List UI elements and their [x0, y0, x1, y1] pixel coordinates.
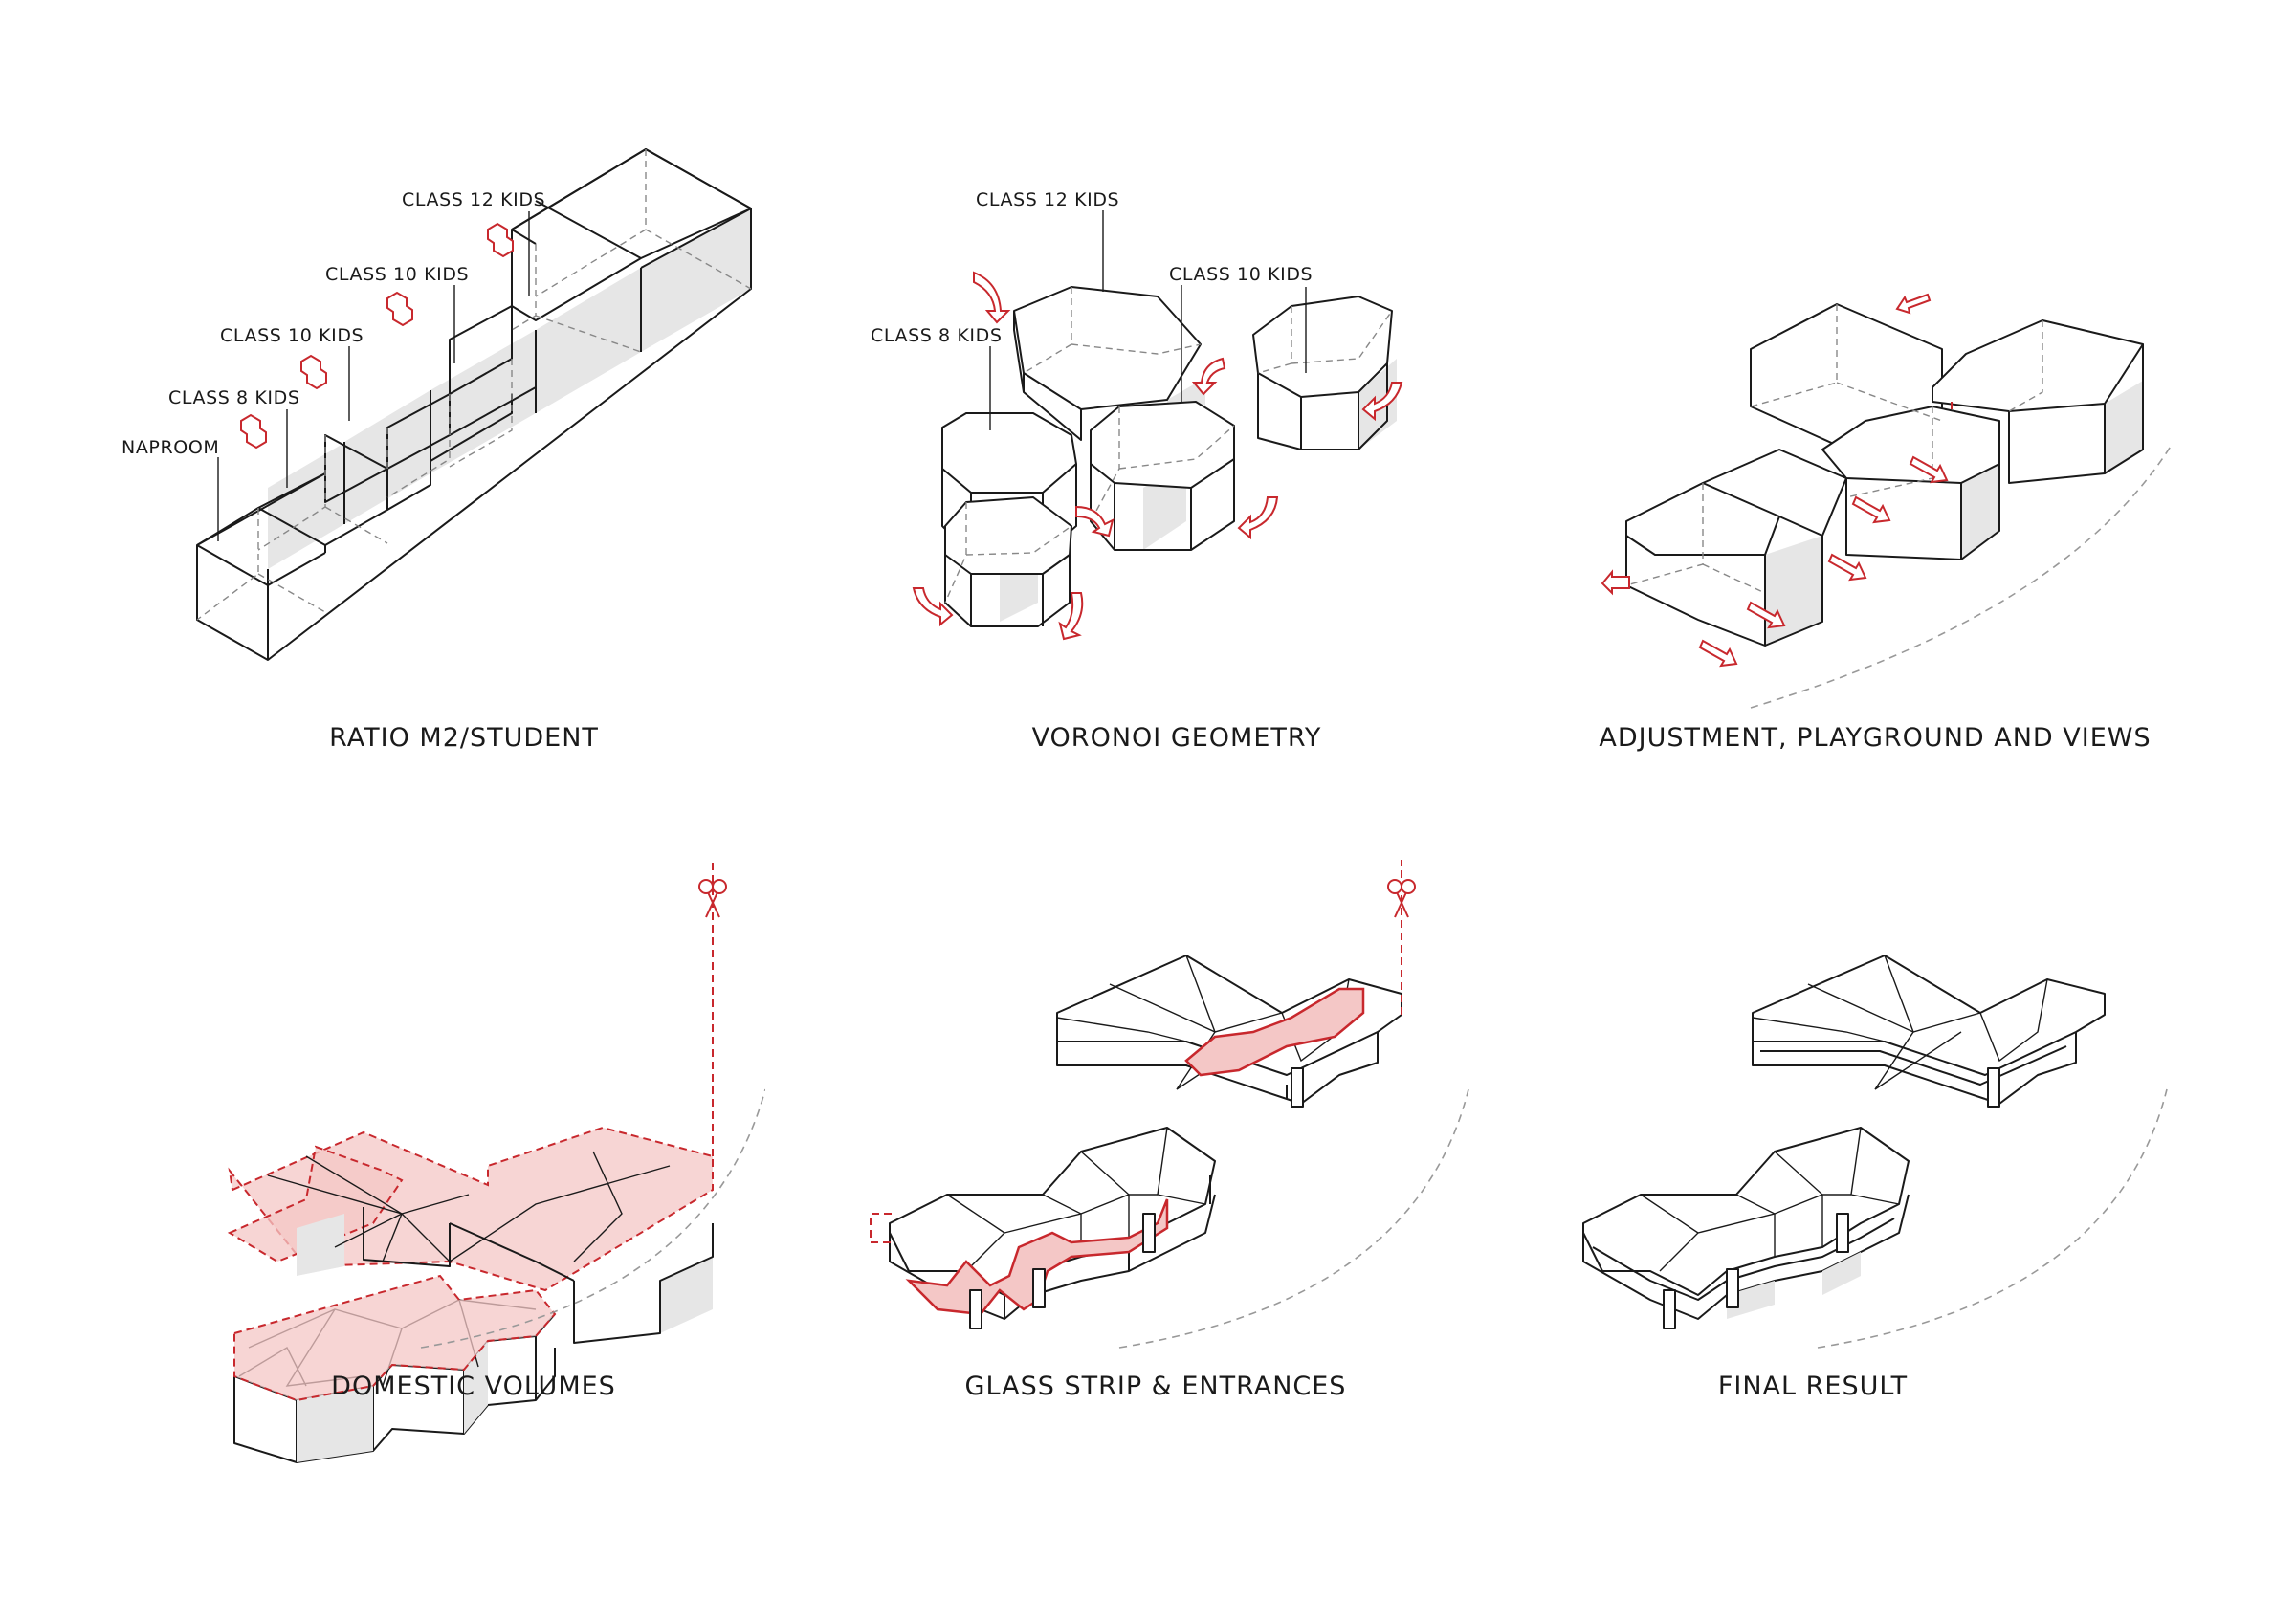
- panel-final: FINAL RESULT: [1531, 812, 2296, 1624]
- panel-ratio: CLASS 12 KIDS CLASS 10 KIDS CLASS 10 KID…: [0, 0, 765, 812]
- label-class-10-b: CLASS 10 KIDS: [220, 325, 364, 346]
- glass-cut-left: [870, 1213, 892, 1243]
- label-class-8: CLASS 8 KIDS: [168, 387, 300, 408]
- rotate-arrow-icon: [912, 271, 1403, 641]
- voronoi-label-class-8: CLASS 8 KIDS: [871, 325, 1003, 346]
- glass-strip-lower: [905, 1198, 1169, 1316]
- panel-voronoi: CLASS 12 KIDS CLASS 10 KIDS CLASS 8 KIDS…: [765, 0, 1531, 812]
- scissors-icon: [698, 879, 727, 918]
- ratio-drawing: CLASS 12 KIDS CLASS 10 KIDS CLASS 10 KID…: [121, 148, 752, 661]
- glass-strip-upper: [1184, 987, 1365, 1077]
- ratio-hidden-lines: [196, 149, 752, 621]
- final-building: [1582, 955, 2106, 1320]
- panel-glass: GLASS STRIP & ENTRANCES: [765, 812, 1531, 1624]
- adjustment-drawing: [1601, 293, 2173, 709]
- glass-drawing: [870, 860, 1469, 1349]
- final-entrances: [1663, 1067, 2000, 1329]
- domestic-roof-mid: [227, 1145, 404, 1263]
- voronoi-label-class-10: CLASS 10 KIDS: [1169, 264, 1313, 285]
- caption-glass: GLASS STRIP & ENTRANCES: [964, 1372, 1347, 1401]
- final-drawing: [1582, 955, 2168, 1349]
- voronoi-leader-lines: [989, 210, 1307, 430]
- domestic-roof-front: [233, 1274, 557, 1402]
- panel-adjustment: ADJUSTMENT, PLAYGROUND AND VIEWS: [1531, 0, 2296, 812]
- domestic-arc: [420, 1088, 765, 1349]
- kid-group-icon: [240, 222, 514, 450]
- caption-ratio: RATIO M2/STUDENT: [329, 723, 599, 753]
- caption-domestic: DOMESTIC VOLUMES: [331, 1372, 616, 1401]
- label-class-12: CLASS 12 KIDS: [402, 189, 545, 210]
- voronoi-drawing: CLASS 12 KIDS CLASS 10 KIDS CLASS 8 KIDS: [871, 189, 1403, 641]
- scissors-icon: [1387, 879, 1416, 918]
- caption-adjustment: ADJUSTMENT, PLAYGROUND AND VIEWS: [1599, 723, 2152, 753]
- domestic-drawing: [227, 860, 765, 1463]
- voronoi-label-class-12: CLASS 12 KIDS: [976, 189, 1119, 210]
- playground-arc: [1750, 444, 2173, 709]
- entrance-markers: [969, 1067, 1304, 1329]
- push-arrow-icon: [1601, 293, 1949, 668]
- voronoi-prisms: [941, 286, 1397, 627]
- caption-final: FINAL RESULT: [1717, 1372, 1909, 1401]
- caption-voronoi: VORONOI GEOMETRY: [1031, 723, 1322, 753]
- glass-arc: [1118, 1088, 1469, 1349]
- ratio-leader-lines: [217, 211, 530, 541]
- label-naproom: NAPROOM: [121, 437, 219, 458]
- label-class-10-a: CLASS 10 KIDS: [325, 264, 469, 285]
- glass-building: [889, 955, 1402, 1320]
- final-arc: [1817, 1088, 2168, 1349]
- adjustment-volumes: [1625, 303, 2144, 647]
- panel-domestic: DOMESTIC VOLUMES: [0, 812, 765, 1624]
